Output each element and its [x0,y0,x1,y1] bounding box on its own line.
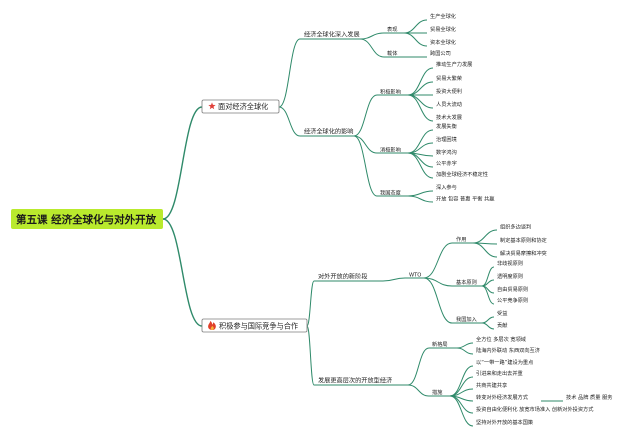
leaf-fair-competition: 公平竞争原则 [497,296,528,304]
node-carrier: 载体 [387,49,398,57]
connector-line [456,342,474,349]
connector-line [407,347,430,386]
connector-line [472,229,498,244]
leaf-transparency: 透明度原则 [497,272,523,280]
node-wto-role: 作用 [456,235,466,243]
leaf-basic-principles-agreements: 制定基本原则和协定 [500,236,547,244]
node-measures: 措施 [432,388,442,396]
leaf-bring-in-go-out: 引进来和走出去并重 [476,369,523,377]
connector-line [481,285,495,305]
node-wto: WTO [409,273,421,279]
leaf-benefit: 受益 [497,309,507,317]
topic-globalization-impact: 经济全球化的影响 [304,128,354,136]
root-node[interactable]: 第五课 经济全球化与对外开放 [11,209,163,229]
connector-line [449,365,474,397]
topic-higher-level-open-economy: 发展更高层次的开放型经济 [318,377,393,385]
connector-line [481,322,495,330]
branch-competition[interactable]: 积极参与国际竞争与合作 [201,318,308,333]
leaf-imbalance: 发展失衡 [436,122,457,130]
connector-line [449,395,474,427]
leaf-trade-globalization: 贸易全球化 [430,25,456,33]
branch-globalization-label: 面对经济全球化 [218,102,268,111]
connector-line [162,218,203,327]
branch-competition-box [201,318,308,333]
connector-line [423,277,453,287]
connector-line [306,280,315,327]
connector-line [407,195,434,203]
connector-line [407,129,434,154]
topic-deepening-globalization: 经济全球化深入发展 [304,31,360,39]
fire-icon [208,321,216,330]
connector-line [423,277,453,324]
connector-line [407,142,434,154]
leaf-basic-national-policy: 坚持对外开放的基本国策 [476,418,534,426]
leaf-instability: 加剧全球经济不稳定性 [436,170,488,178]
leaf-digital-divide: 数字鸿沟 [436,148,457,156]
leaf-consultation-sharing: 共商共建共享 [476,381,507,389]
node-china-attitude: 我国态度 [380,189,401,197]
connector-lines [162,19,563,427]
leaf-fairness-deficit: 公平赤字 [436,159,457,167]
leaf-non-discrimination: 非歧视原则 [497,259,523,267]
leaf-deep-participation: 深入参与 [436,183,457,191]
leaf-free-trade: 自由贸易原则 [497,285,528,293]
root-label: 第五课 经济全球化与对外开放 [16,213,157,226]
connector-line [353,94,378,137]
node-positive-impact: 积极影响 [380,88,401,96]
leaf-productivity: 推动生产力发展 [436,60,472,68]
connector-line [407,94,434,122]
connector-line [353,135,378,197]
leaf-open-inclusive: 开放 包容 普惠 平衡 共赢 [436,195,494,203]
connector-line [359,38,385,58]
node-new-pattern: 新格局 [432,340,448,348]
root-node-box [11,209,163,229]
connector-line [162,106,203,220]
leaf-transform-development-mode: 转变对外经济发展方式 [476,393,529,401]
leaf-investment-facilitation: 投资大便利 [436,87,462,95]
connector-line [407,152,434,179]
connector-line [456,347,474,355]
connector-line [278,106,301,137]
connector-line [407,384,430,397]
branch-competition-label: 积极参与国际竞争与合作 [219,322,298,331]
leaf-investment-liberalization: 投资自由化便利化 放宽市场准入 创新对外投资方式 [476,405,594,413]
connector-line [403,32,428,47]
connector-line [407,190,434,197]
leaf-multinational-company: 跨国公司 [430,49,451,57]
connector-line [403,19,428,34]
connector-line [407,81,434,96]
connector-line [407,94,434,109]
leaf-all-round-opening: 全方位 多层次 宽领域 [476,335,526,343]
leaf-tech-brand-quality-service: 技术 品牌 质量 服务 [566,393,612,401]
star-icon [208,102,216,110]
branch-globalization-box [201,99,280,114]
leaf-governance-dilemma: 治理困境 [436,135,457,143]
connector-line [382,277,406,282]
leaf-technology-development: 技术大发展 [436,113,462,121]
branch-globalization[interactable]: 面对经济全球化 [201,99,280,114]
connector-line [423,242,453,279]
leaf-capital-globalization: 资本全球化 [430,38,456,46]
node-manifestation: 表现 [387,25,397,33]
node-china-accession: 我国加入 [456,315,477,323]
leaf-production-globalization: 生产全球化 [430,12,456,20]
leaf-trade-prosperity: 贸易大繁荣 [436,74,462,82]
connector-line [481,316,495,324]
leaf-land-sea-linkage: 陆海内外联动 东西双向互济 [476,346,541,354]
node-wto-principles: 基本原则 [456,278,477,286]
topic-new-stage-of-opening: 对外开放的新阶段 [318,273,368,281]
leaf-personnel-flow: 人员大流动 [436,100,462,108]
connector-line [278,38,301,108]
leaf-contribution: 贡献 [497,321,507,329]
node-negative-impact: 消极影响 [380,146,401,154]
leaf-belt-and-road: 以“一带一路”建设为重点 [476,358,533,366]
connector-line [472,242,498,258]
leaf-resolve-trade-disputes: 解决贸易摩擦和冲突 [500,249,547,257]
connector-line [407,67,434,96]
leaf-multilateral-negotiation: 组织多边谈判 [500,223,531,231]
connector-line [359,32,385,40]
connector-line [306,325,315,386]
